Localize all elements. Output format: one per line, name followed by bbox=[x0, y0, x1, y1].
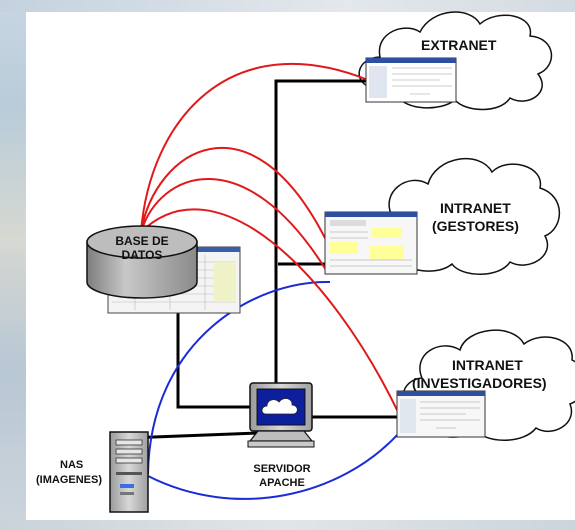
nas-label-line2: (IMAGENES) bbox=[36, 474, 102, 486]
extranet-screenshot bbox=[365, 57, 457, 103]
gestores-label-line2: (GESTORES) bbox=[432, 218, 519, 234]
background-bottom-strip bbox=[0, 520, 575, 530]
server-cloud-icon bbox=[261, 398, 298, 415]
background-top-strip bbox=[0, 0, 575, 12]
apache-label-line2: APACHE bbox=[259, 477, 305, 489]
nas-label-line1: NAS bbox=[60, 459, 83, 471]
link-nas-apache bbox=[127, 431, 259, 440]
investigadores-screenshot bbox=[396, 390, 486, 438]
nas-links bbox=[147, 280, 401, 500]
database-links bbox=[140, 62, 400, 415]
apache-label-line1: SERVIDOR bbox=[253, 463, 310, 475]
gestores-label-line1: INTRANET bbox=[440, 200, 511, 216]
extranet-label: EXTRANET bbox=[421, 37, 497, 53]
link-extranet-apache bbox=[274, 79, 366, 385]
database-label-line2: DATOS bbox=[122, 248, 163, 262]
gestores-screenshot bbox=[324, 211, 418, 275]
cloud-intranet-gestores bbox=[371, 157, 561, 275]
db-to-extranet bbox=[140, 62, 369, 233]
apache-server bbox=[247, 382, 315, 448]
nas-to-gestores bbox=[147, 280, 331, 475]
link-database-apache bbox=[176, 313, 252, 409]
nas-to-investigadores bbox=[147, 431, 401, 500]
database-node: BASE DE DATOS bbox=[86, 225, 241, 314]
db-to-gestores-upper bbox=[140, 146, 327, 241]
network-links bbox=[127, 79, 397, 440]
background-photo-strip bbox=[0, 0, 26, 530]
db-to-gestores-lower bbox=[140, 178, 327, 271]
database-label-line1: BASE DE bbox=[115, 234, 168, 248]
nas-tower bbox=[109, 431, 149, 513]
investigadores-label-line1: INTRANET bbox=[452, 357, 523, 373]
investigadores-label-line2: (INVESTIGADORES) bbox=[412, 375, 547, 391]
db-to-investigadores bbox=[140, 208, 400, 415]
